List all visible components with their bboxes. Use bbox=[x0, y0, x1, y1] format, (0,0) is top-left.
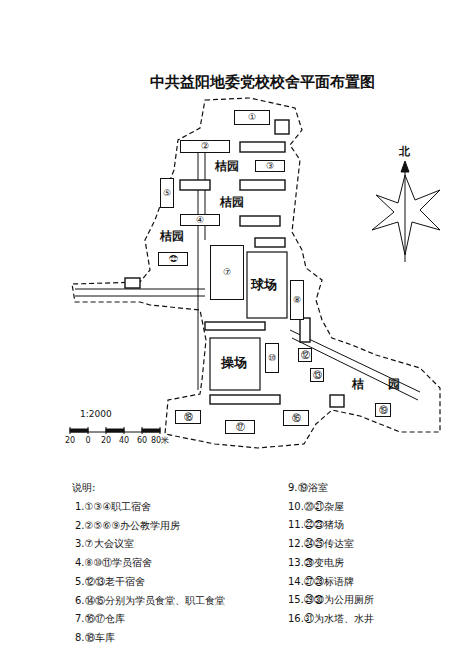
building: ② bbox=[180, 140, 230, 153]
building-number: ⑩ bbox=[268, 354, 276, 363]
map-title: 中共益阳地委党校校舍平面布置图 bbox=[150, 74, 375, 91]
scale-bar bbox=[70, 427, 160, 434]
building: ⑩ bbox=[265, 343, 279, 373]
building: ⑫ bbox=[298, 348, 312, 362]
scale-number: 60 bbox=[137, 437, 147, 446]
building-number: ⑱ bbox=[184, 413, 193, 422]
legend-item: 7.⑯⑰仓库 bbox=[75, 613, 125, 624]
scale-ratio: 1:2000 bbox=[80, 410, 112, 420]
building: ⑧ bbox=[290, 280, 304, 320]
legend-item: 4.⑧⑩⑪学员宿舍 bbox=[75, 557, 152, 568]
building: ⑲ bbox=[375, 403, 391, 417]
building-number: ⑰ bbox=[236, 423, 245, 432]
north-label: 北 bbox=[399, 146, 410, 158]
building-number: ⑦ bbox=[223, 268, 231, 277]
legend-item: 16.㉛为水塔、水井 bbox=[288, 613, 374, 624]
scale-number: 0 bbox=[85, 437, 90, 446]
legend-heading: 说明: bbox=[72, 482, 95, 493]
building: ⑰ bbox=[225, 420, 255, 434]
campus-boundary bbox=[72, 98, 440, 448]
region-label: 桔园 bbox=[220, 196, 244, 209]
building: ⑬ bbox=[310, 368, 324, 382]
building: ⑤ bbox=[160, 178, 174, 208]
building-number: ㉒ bbox=[169, 255, 178, 264]
legend-item: 12.㉔㉕传达室 bbox=[288, 538, 354, 549]
building-number: ② bbox=[201, 142, 209, 151]
building-number: ⑬ bbox=[313, 371, 322, 380]
scale-number: 20 bbox=[65, 437, 75, 446]
legend-item: 5.⑫⑬老干宿舍 bbox=[75, 576, 145, 587]
region-label: 球场 bbox=[251, 278, 277, 292]
region-label: 桔园 bbox=[215, 160, 239, 173]
legend-item: 8.⑱车库 bbox=[75, 632, 115, 643]
legend-item: 6.⑭⑮分别为学员食堂、职工食堂 bbox=[75, 595, 225, 606]
roads bbox=[75, 150, 420, 400]
legend-item: 10.⑳㉑杂屋 bbox=[288, 501, 344, 512]
legend-item: 14.㉗㉘标语牌 bbox=[288, 576, 354, 587]
legend-item: 2.②⑤⑥⑨办公教学用房 bbox=[75, 520, 180, 531]
north-compass bbox=[372, 161, 440, 262]
building-number: ⑤ bbox=[163, 189, 171, 198]
building-number: ⑧ bbox=[293, 296, 301, 305]
building: ㉒ bbox=[158, 252, 188, 266]
building-number: ⑫ bbox=[301, 351, 310, 360]
building-number: ⑯ bbox=[292, 414, 301, 423]
legend-item: 15.㉙㉚为公用厕所 bbox=[288, 594, 374, 605]
buildings bbox=[125, 120, 344, 407]
legend-item: 1.①③④职工宿舍 bbox=[75, 501, 151, 512]
building-number: ① bbox=[248, 113, 256, 122]
legend-item: 13.㉖变电房 bbox=[288, 557, 344, 568]
scale-number: 40 bbox=[119, 437, 129, 446]
legend-item: 3.⑦大会议室 bbox=[75, 538, 134, 549]
building: ⑦ bbox=[210, 245, 244, 300]
legend-item: 11.㉒㉓猪场 bbox=[288, 519, 344, 530]
region-label: 桔园 bbox=[160, 230, 184, 243]
scale-number: 20 bbox=[101, 437, 111, 446]
building: ④ bbox=[180, 214, 220, 226]
building-number: ④ bbox=[196, 216, 204, 225]
building: ⑯ bbox=[283, 410, 309, 426]
region-label: 桔园 bbox=[352, 378, 424, 391]
scale-number: 80米 bbox=[151, 437, 169, 446]
building: ① bbox=[234, 110, 270, 125]
building-number: ③ bbox=[266, 162, 274, 171]
building-number: ⑲ bbox=[379, 406, 388, 415]
region-label: 操场 bbox=[221, 356, 247, 370]
legend-item: 9.⑲浴室 bbox=[288, 482, 328, 493]
building: ⑱ bbox=[175, 410, 201, 424]
building: ③ bbox=[255, 160, 285, 172]
